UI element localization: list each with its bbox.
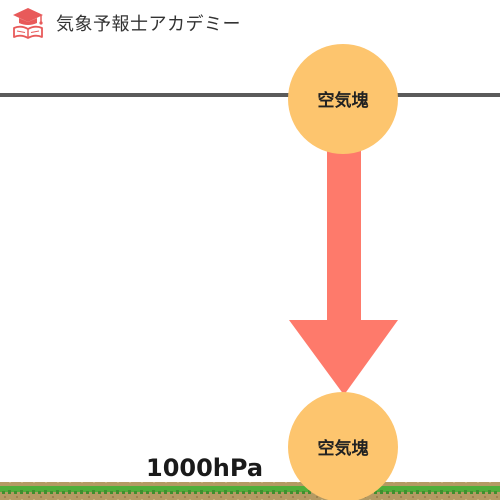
pressure-label: 1000hPa [146,454,263,482]
descent-arrow [289,120,398,395]
air-parcel-bottom-label: 空気塊 [318,438,369,459]
brand-header: 気象予報士アカデミー [10,6,241,40]
graduation-cap-book-icon [13,8,43,39]
air-parcel-bottom: 空気塊 [288,392,398,500]
air-parcel-top-label: 空気塊 [318,90,369,111]
ground-grass [0,482,500,500]
air-parcel-top: 空気塊 [288,44,398,154]
brand-name: 気象予報士アカデミー [56,14,241,35]
